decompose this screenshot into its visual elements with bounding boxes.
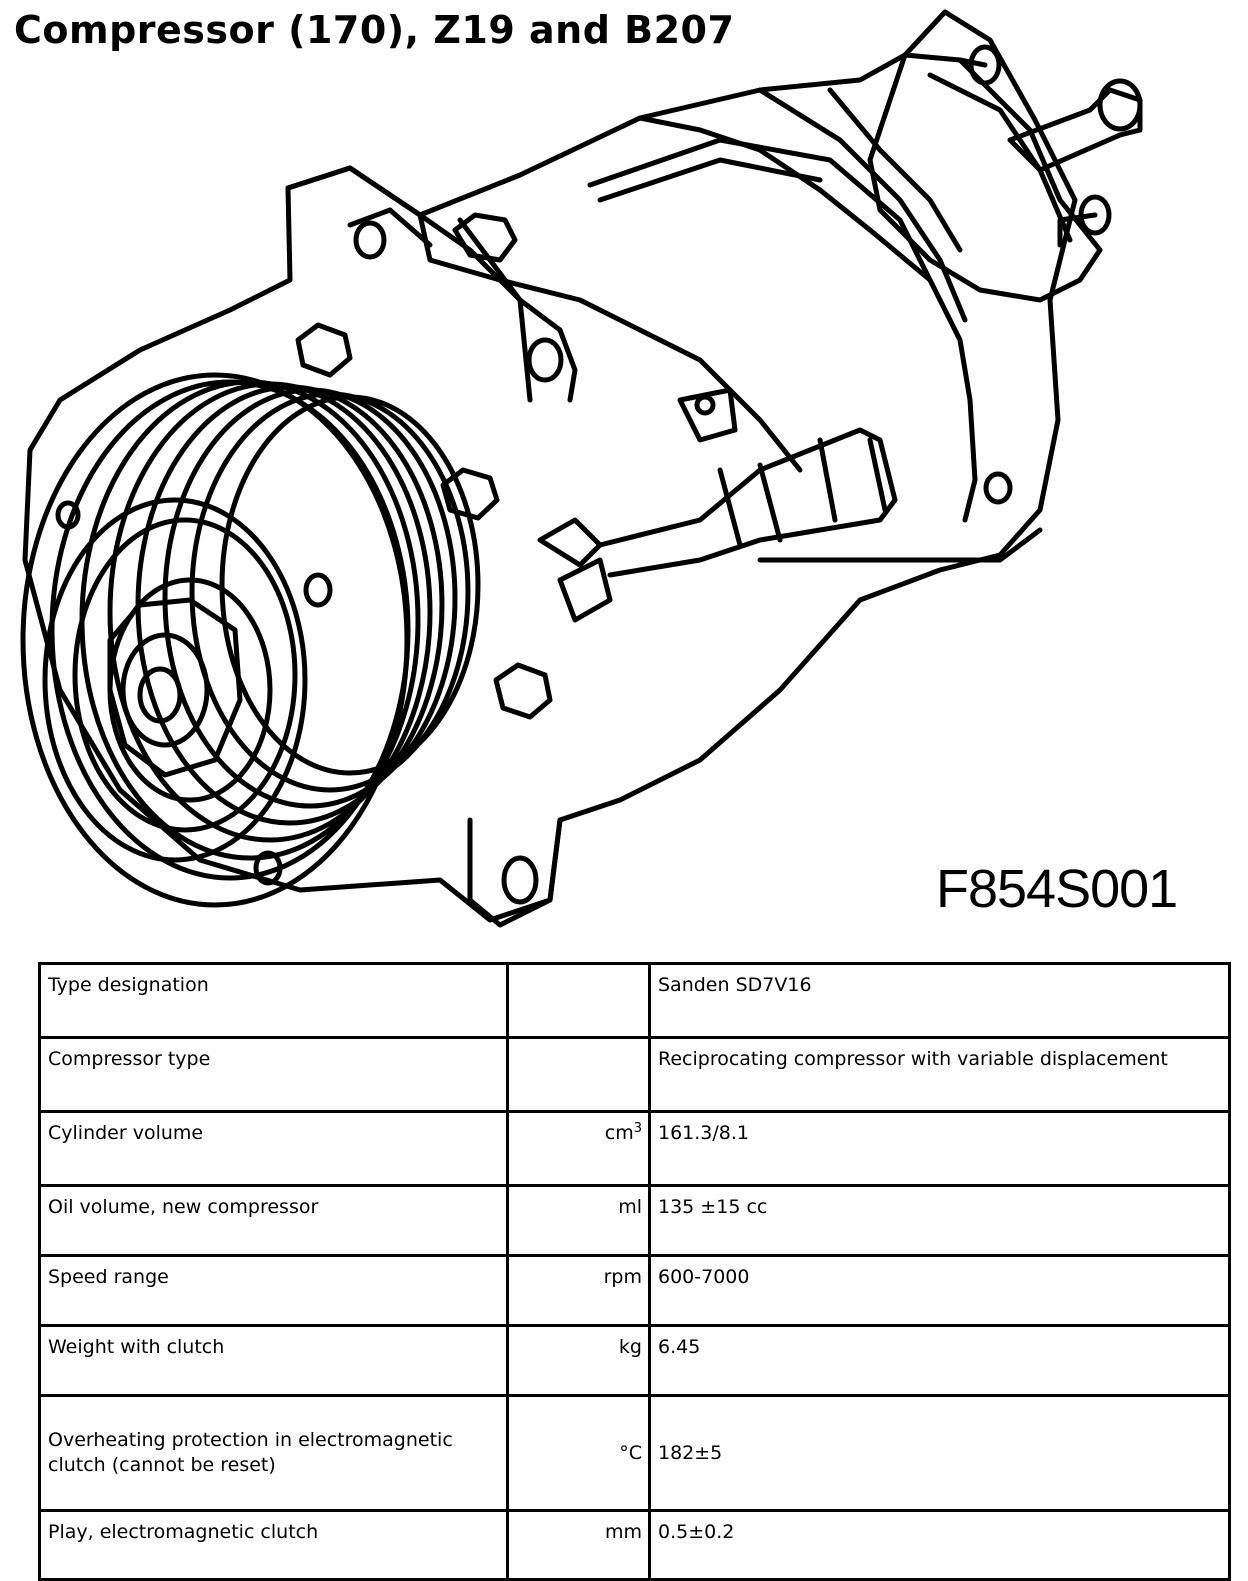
row-value: Reciprocating compressor with variable d… [648,1036,1231,1113]
row-label: Play, electromagnetic clutch [38,1509,509,1581]
row-value: 600-7000 [648,1254,1231,1327]
table-row: Cylinder volume cm3 161.3/8.1 [38,1110,1231,1187]
row-label: Compressor type [38,1036,509,1113]
row-unit: mm [506,1509,651,1581]
row-value: 0.5±0.2 [648,1509,1231,1581]
row-unit: °C [506,1394,651,1512]
row-label: Type designation [38,962,509,1039]
row-label: Weight with clutch [38,1324,509,1397]
row-value: Sanden SD7V16 [648,962,1231,1039]
table-row: Overheating protection in electromagneti… [38,1394,1231,1512]
row-label: Overheating protection in electromagneti… [38,1394,509,1512]
unit-superscript: 3 [633,1121,642,1136]
row-label: Oil volume, new compressor [38,1184,509,1257]
table-row: Play, electromagnetic clutch mm 0.5±0.2 [38,1509,1231,1581]
table-row: Weight with clutch kg 6.45 [38,1324,1231,1397]
row-unit [506,1036,651,1113]
figure-code: F854S001 [936,859,1178,919]
row-label: Speed range [38,1254,509,1327]
table-row: Oil volume, new compressor ml 135 ±15 cc [38,1184,1231,1257]
compressor-illustration [20,9,1143,928]
row-unit: ml [506,1184,651,1257]
table-row: Speed range rpm 600-7000 [38,1254,1231,1327]
page-title: Compressor (170), Z19 and B207 [14,8,735,52]
row-unit: rpm [506,1254,651,1327]
row-value: 182±5 [648,1394,1231,1512]
row-unit [506,962,651,1039]
specification-table: Type designation Sanden SD7V16 Compresso… [38,962,1231,1581]
table-row: Compressor type Reciprocating compressor… [38,1036,1231,1113]
row-unit: kg [506,1324,651,1397]
row-value: 6.45 [648,1324,1231,1397]
row-unit: cm3 [506,1110,651,1187]
row-value: 135 ±15 cc [648,1184,1231,1257]
unit-base: cm [604,1122,634,1144]
row-label: Cylinder volume [38,1110,509,1187]
table-row: Type designation Sanden SD7V16 [38,962,1231,1039]
row-value: 161.3/8.1 [648,1110,1231,1187]
